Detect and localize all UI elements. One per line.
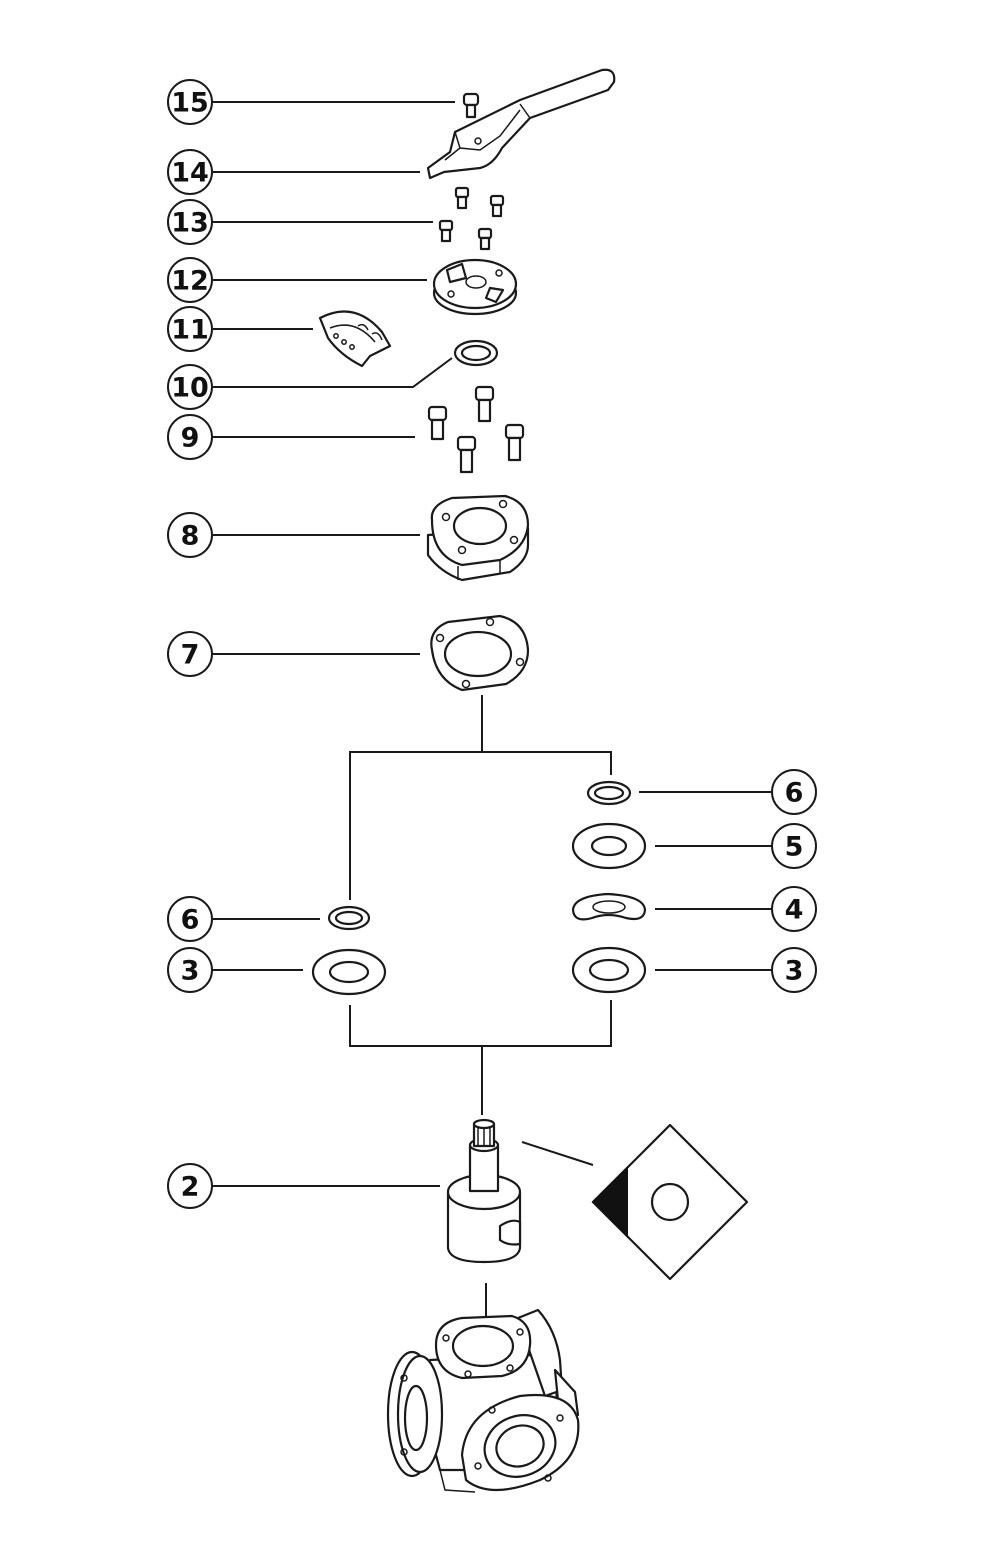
callout-15: 15 (167, 79, 213, 125)
callout-13: 13 (167, 199, 213, 245)
callout-3-right: 3 (771, 947, 817, 993)
part-4-spring-washer (571, 892, 647, 921)
callout-6-right: 6 (771, 769, 817, 815)
callout-8-label: 8 (181, 521, 200, 552)
callout-6-right-label: 6 (785, 778, 804, 809)
callout-4-label: 4 (785, 895, 804, 926)
callout-12-label: 12 (171, 266, 209, 297)
callout-6-left-label: 6 (181, 905, 200, 936)
callout-3-left-label: 3 (181, 956, 200, 987)
callout-2-label: 2 (181, 1172, 200, 1203)
part-3-right-seal-ring (571, 946, 647, 994)
callout-6-left: 6 (167, 896, 213, 942)
part-9-cap-screws (427, 385, 525, 474)
part-15-screw (462, 92, 480, 119)
callout-14-label: 14 (171, 158, 209, 189)
callout-3-left: 3 (167, 947, 213, 993)
callout-14: 14 (167, 149, 213, 195)
part-2-plug (446, 1118, 522, 1264)
part-10-o-ring (453, 339, 499, 367)
callout-8: 8 (167, 512, 213, 558)
part-3-left-seal-ring (311, 948, 387, 996)
plug-position-detail (591, 1123, 749, 1281)
callout-10-label: 10 (171, 373, 209, 404)
part-14-handle (426, 68, 616, 180)
callout-12: 12 (167, 257, 213, 303)
part-12-indicator-plate (432, 258, 518, 316)
callout-13-label: 13 (171, 208, 209, 239)
valve-body (386, 1308, 580, 1493)
part-7-gasket (430, 614, 530, 692)
callout-11-label: 11 (171, 315, 209, 346)
callout-7-label: 7 (181, 640, 200, 671)
part-5-washer (571, 822, 647, 870)
callout-3-right-label: 3 (785, 956, 804, 987)
part-13-screws (438, 186, 505, 251)
part-6-right-o-ring (586, 780, 632, 806)
part-11-scale-segment (318, 310, 392, 368)
part-6-left-o-ring (327, 905, 371, 931)
callout-7: 7 (167, 631, 213, 677)
callout-9-label: 9 (181, 423, 200, 454)
callout-11: 11 (167, 306, 213, 352)
callout-4: 4 (771, 886, 817, 932)
callout-5: 5 (771, 823, 817, 869)
callout-2: 2 (167, 1163, 213, 1209)
callout-9: 9 (167, 414, 213, 460)
part-8-cover (426, 494, 530, 582)
callout-15-label: 15 (171, 88, 209, 119)
callout-10: 10 (167, 364, 213, 410)
callout-5-label: 5 (785, 832, 804, 863)
